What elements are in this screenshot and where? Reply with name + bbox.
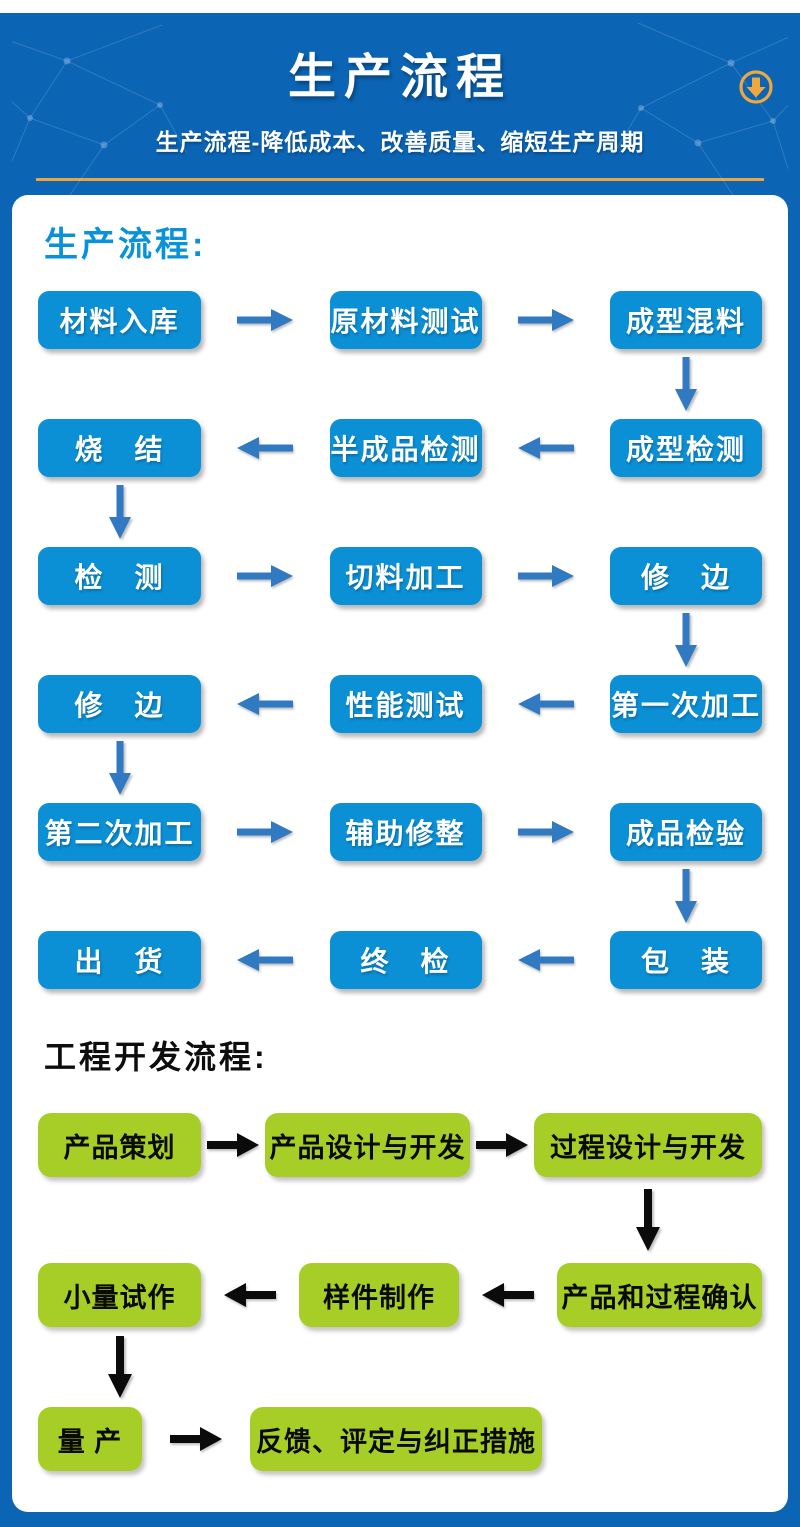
- down-arrow-icon: [673, 869, 699, 923]
- flow-row: 出 货 终 检 包 装: [38, 930, 762, 990]
- flow-node: 辅助修整: [329, 803, 482, 861]
- right-arrow-icon: [237, 307, 294, 333]
- flow-node: 成型混料: [610, 291, 762, 349]
- down-arrow-icon: [673, 613, 699, 667]
- left-arrow-icon: [237, 947, 294, 973]
- flow-connector-row: [38, 862, 762, 930]
- left-arrow-icon: [517, 691, 574, 717]
- down-arrow-icon: [106, 1336, 134, 1398]
- flow-node: 切料加工: [329, 547, 482, 605]
- flow-row: 材料入库 原材料测试 成型混料: [38, 290, 762, 350]
- flow-node: 检 测: [38, 547, 201, 605]
- flow-row: 检 测 切料加工 修 边: [38, 546, 762, 606]
- right-arrow-icon: [237, 819, 294, 845]
- flow-node: 半成品检测: [329, 419, 482, 477]
- gold-divider: [36, 178, 764, 181]
- flow-node: 产品设计与开发: [265, 1113, 470, 1177]
- flow-node: 产品策划: [38, 1113, 201, 1177]
- flow-node: 终 检: [329, 931, 482, 989]
- left-arrow-icon: [237, 691, 294, 717]
- flow-row: 修 边 性能测试 第一次加工: [38, 674, 762, 734]
- right-arrow-icon: [207, 1131, 259, 1159]
- flow-row: 烧 结 半成品检测 成型检测: [38, 418, 762, 478]
- flow-connector-row: [38, 1328, 762, 1406]
- left-arrow-icon: [237, 435, 294, 461]
- flow-connector-row: [38, 606, 762, 674]
- flow-node: 修 边: [38, 675, 201, 733]
- flow-node: 第二次加工: [38, 803, 201, 861]
- engineering-flow-heading: 工程开发流程:: [44, 1039, 268, 1075]
- flow-row: 第二次加工 辅助修整 成品检验: [38, 802, 762, 862]
- flow-connector-row: [38, 734, 762, 802]
- banner: 生产流程 生产流程-降低成本、改善质量、缩短生产周期: [12, 13, 788, 195]
- flow-node: 包 装: [610, 931, 762, 989]
- content-card: 生产流程: 材料入库 原材料测试 成型混料 烧 结 半成品检测 成型检测: [12, 195, 788, 1512]
- flow-node: 原材料测试: [329, 291, 482, 349]
- down-arrow-icon: [673, 357, 699, 411]
- top-strip: [0, 0, 800, 13]
- flow-connector-row: [38, 478, 762, 546]
- flow-node: 出 货: [38, 931, 201, 989]
- flow-node: 反馈、评定与纠正措施: [250, 1407, 542, 1471]
- flow-row: 量 产 反馈、评定与纠正措施: [38, 1406, 762, 1472]
- left-arrow-icon: [224, 1281, 276, 1309]
- page-title: 生产流程: [287, 51, 512, 104]
- flow-node: 修 边: [610, 547, 762, 605]
- right-arrow-icon: [170, 1425, 222, 1453]
- down-arrow-icon: [107, 485, 133, 539]
- page-subtitle: 生产流程-降低成本、改善质量、缩短生产周期: [155, 129, 645, 155]
- flow-node: 性能测试: [329, 675, 482, 733]
- right-arrow-icon: [517, 307, 574, 333]
- right-arrow-icon: [237, 563, 294, 589]
- flow-node: 量 产: [38, 1407, 142, 1471]
- flow-node: 烧 结: [38, 419, 201, 477]
- down-arrow-icon: [634, 1189, 662, 1251]
- blue-background: 生产流程 生产流程-降低成本、改善质量、缩短生产周期 生产流程: 材料入库 原材…: [0, 13, 800, 1527]
- left-arrow-icon: [517, 435, 574, 461]
- flow-node: 第一次加工: [610, 675, 762, 733]
- flow-node: 过程设计与开发: [534, 1113, 762, 1177]
- flow-connector-row: [38, 350, 762, 418]
- left-arrow-icon: [517, 947, 574, 973]
- flow-node: 产品和过程确认: [557, 1263, 762, 1327]
- flow-node: 样件制作: [299, 1263, 459, 1327]
- flow-row: 产品策划 产品设计与开发 过程设计与开发: [38, 1112, 762, 1178]
- flow-node: 材料入库: [38, 291, 201, 349]
- flow-row: 小量试作 样件制作 产品和过程确认: [38, 1262, 762, 1328]
- right-arrow-icon: [476, 1131, 528, 1159]
- left-arrow-icon: [482, 1281, 534, 1309]
- down-arrow-icon: [107, 741, 133, 795]
- production-flow-heading: 生产流程:: [44, 226, 207, 264]
- flow-node: 成品检验: [610, 803, 762, 861]
- right-arrow-icon: [517, 819, 574, 845]
- flow-node: 成型检测: [610, 419, 762, 477]
- flow-node: 小量试作: [38, 1263, 201, 1327]
- flow-connector-row: [38, 1178, 762, 1262]
- circle-down-arrow-icon: [738, 69, 774, 105]
- right-arrow-icon: [517, 563, 574, 589]
